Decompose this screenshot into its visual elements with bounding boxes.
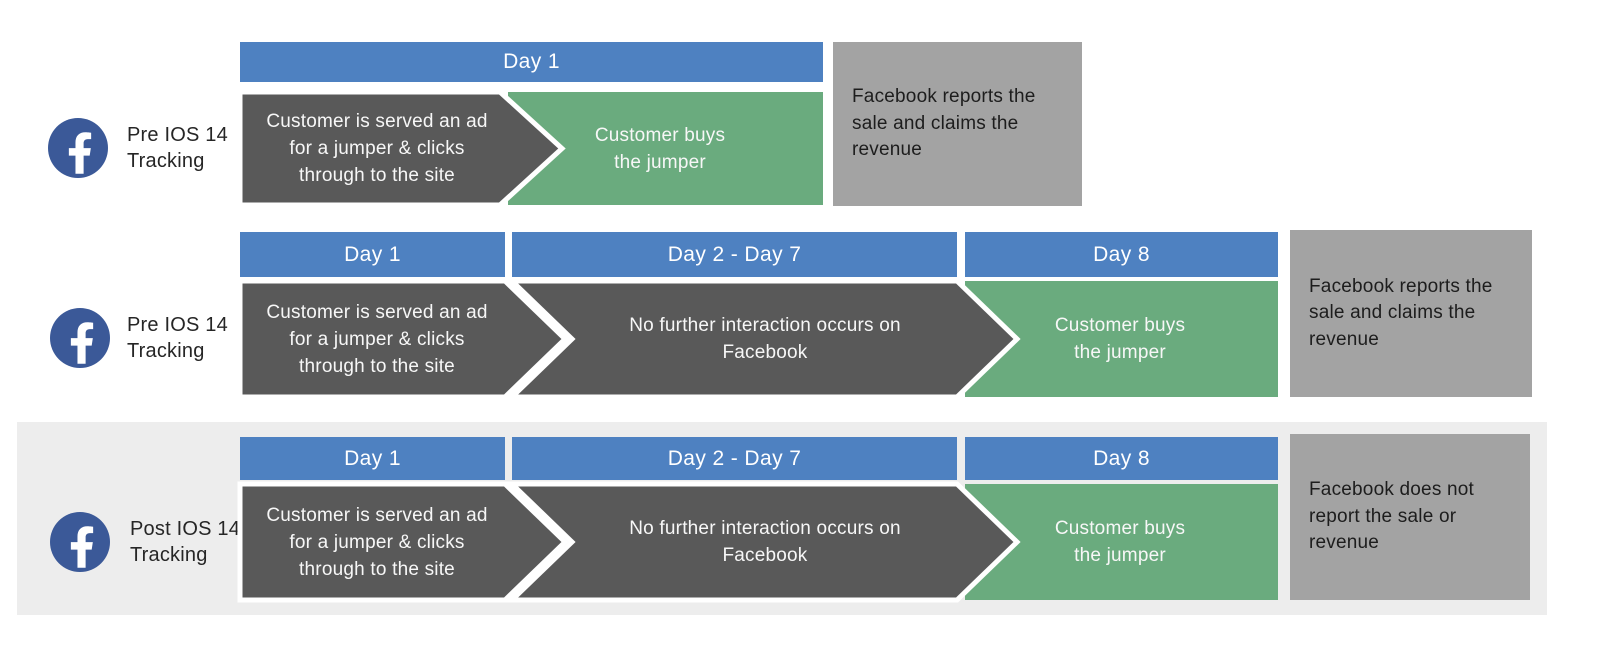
row2-label-line2: Tracking [127,340,205,362]
row1-ad-line2: for a jumper & clicks [289,138,465,159]
row2-buy-line2: the jumper [1074,342,1166,363]
row2-no-interaction-arrow [505,278,1021,400]
row3-day8-header-label: Day 8 [1093,446,1150,470]
row2-day8-header: Day 8 [965,232,1278,277]
row2-purchase-text: Customer buys the jumper [975,281,1265,397]
row2-ad-line2: for a jumper & clicks [289,328,465,350]
row1-buy-line2: the jumper [614,151,706,173]
row2-label: Pre IOS 14 Tracking [127,308,228,368]
row3-day8-header: Day 8 [965,437,1278,480]
row1-outcome-line3: revenue [852,139,923,161]
row1-ad-line3: through to the site [299,165,455,186]
row2-day2-7-header: Day 2 - Day 7 [512,232,957,277]
row1-outcome-box: Facebook reports the sale and claims the… [833,42,1082,206]
row1-label-line1: Pre IOS 14 [127,124,228,146]
row2-ad-arrow-text: Customer is served an ad for a jumper & … [252,281,502,397]
row2-label-line1: Pre IOS 14 [127,314,228,336]
row3-buy-line2: the jumper [1074,545,1166,566]
row3-buy-line1: Customer buys [1054,518,1186,539]
row3-day1-header: Day 1 [240,437,505,480]
row3-noint-line1: No further interaction occurs on [629,518,901,539]
row2-noint-line1: No further interaction occurs on [629,315,901,336]
row3-day1-header-label: Day 1 [344,446,401,470]
row3-ad-arrow [237,481,569,603]
row3-label-line2: Tracking [130,544,208,566]
row1-label: Pre IOS 14 Tracking [127,118,228,178]
row2-ad-arrow [237,278,569,400]
row2-outcome-line3: revenue [1309,328,1380,350]
row3-noint-line2: Facebook [722,545,808,566]
row3-outcome-line2: report the sale or [1309,505,1457,527]
row3-purchase-text: Customer buys the jumper [975,484,1265,600]
row3-label: Post IOS 14 Tracking [130,512,240,572]
row1-ad-arrow [237,89,566,208]
facebook-icon [50,512,110,572]
facebook-f-icon [70,322,94,364]
row1-day1-header-label: Day 1 [503,50,560,73]
row2-outcome-line1: Facebook reports the [1309,275,1493,297]
row3-ad-line1: Customer is served an ad [266,504,488,526]
row2-ad-line1: Customer is served an ad [266,301,488,323]
row1-ad-arrow-text: Customer is served an ad for a jumper & … [252,92,502,205]
row3-label-line1: Post IOS 14 [130,518,241,540]
row2-ad-line3: through to the site [299,355,455,377]
row1-outcome-line1: Facebook reports the [852,86,1036,108]
row2-day8-header-label: Day 8 [1093,242,1150,266]
row2-no-interaction-text: No further interaction occurs on Faceboo… [570,281,960,397]
row2-buy-line1: Customer buys [1054,315,1186,336]
row1-buy-line1: Customer buys [594,124,726,146]
row2-noint-line2: Facebook [722,342,808,363]
row3-no-interaction-text: No further interaction occurs on Faceboo… [570,484,960,600]
row2-outcome-box: Facebook reports the sale and claims the… [1290,230,1532,397]
row1-ad-line1: Customer is served an ad [266,111,488,132]
row3-outcome-line1: Facebook does not [1309,479,1475,501]
facebook-icon [50,308,110,368]
row3-ad-line3: through to the site [299,558,455,580]
row3-outcome-box: Facebook does not report the sale or rev… [1290,434,1530,600]
row3-day2-7-header: Day 2 - Day 7 [512,437,957,480]
facebook-f-icon [68,132,92,174]
row2-day2-7-header-label: Day 2 - Day 7 [667,242,802,266]
facebook-f-icon [70,526,94,568]
facebook-icon [48,118,108,178]
row1-outcome-line2: sale and claims the [852,112,1019,134]
row2-day1-header-label: Day 1 [344,242,401,266]
row1-day1-header: Day 1 [240,42,823,82]
row2-day1-header: Day 1 [240,232,505,277]
row3-no-interaction-arrow [505,481,1021,603]
row3-ad-line2: for a jumper & clicks [289,531,465,553]
row3-outcome-line3: revenue [1309,532,1380,554]
row3-ad-arrow-text: Customer is served an ad for a jumper & … [252,484,502,600]
row2-outcome-line2: sale and claims the [1309,302,1476,324]
row3-day2-7-header-label: Day 2 - Day 7 [667,446,802,470]
row1-label-line2: Tracking [127,150,205,172]
row1-purchase-text: Customer buys the jumper [520,92,800,205]
